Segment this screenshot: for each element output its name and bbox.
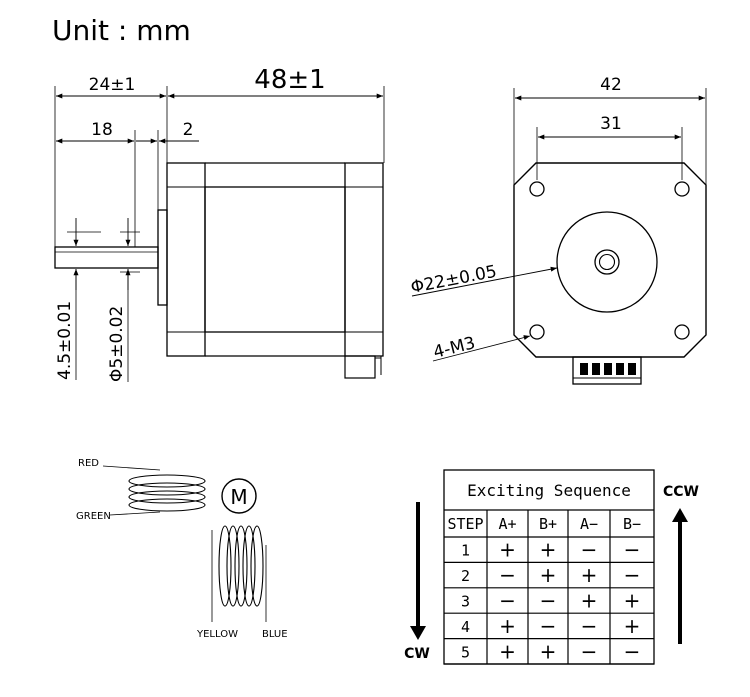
mounting-hole: [529, 181, 545, 197]
coil-yellow-blue: [218, 525, 264, 607]
dim-shaft-length: 24±1: [89, 75, 136, 95]
dim-shaft-flat: 4.5±0.01: [55, 301, 75, 380]
table-sign-cell: −: [540, 614, 557, 638]
dim-body-length: 48±1: [254, 65, 325, 95]
table-sign-cell: −: [581, 639, 598, 663]
stator-body: [204, 186, 346, 333]
front-view: 42 31 Φ22±0.05 4-M3: [409, 75, 707, 385]
dim-hole-spacing: 31: [600, 114, 622, 134]
connector-pins: [580, 363, 636, 375]
ccw-arrow: [672, 508, 688, 522]
table-sign-cell: +: [499, 639, 516, 663]
label-mounting-holes: 4-M3: [431, 333, 477, 363]
table-sign-cell: −: [581, 538, 598, 562]
wire-label-green: GREEN: [76, 511, 111, 522]
table-sign-cell: +: [499, 614, 516, 638]
table-header-cell: A−: [580, 515, 598, 533]
table-step-cell: 3: [461, 593, 470, 611]
wiring-diagram: RED GREEN M YELLOW BLUE: [76, 458, 288, 640]
table-sign-cell: −: [624, 563, 641, 587]
unit-label: Unit : mm: [52, 14, 191, 47]
boss: [157, 209, 168, 306]
dim-boss-diameter: Φ22±0.05: [409, 262, 498, 298]
front-face: [513, 162, 707, 358]
table-sign-cell: +: [624, 614, 641, 638]
connector-side: [344, 355, 376, 379]
cw-arrow: [410, 626, 426, 640]
table-header-cell: B−: [623, 515, 641, 533]
mounting-hole: [674, 324, 690, 340]
wire-label-yellow: YELLOW: [196, 629, 238, 640]
table-sign-cell: +: [499, 538, 516, 562]
table-sign-cell: −: [499, 563, 516, 587]
table-sign-cell: −: [581, 614, 598, 638]
table-header-cell: STEP: [447, 515, 483, 533]
table-header-cell: B+: [539, 515, 557, 533]
table-sign-cell: −: [499, 589, 516, 613]
front-shaft: [594, 249, 620, 275]
table-sign-cell: −: [540, 589, 557, 613]
mounting-hole: [674, 181, 690, 197]
table-sign-cell: +: [540, 639, 557, 663]
shaft: [54, 246, 159, 269]
dim-boss-thickness: 2: [183, 120, 194, 140]
front-flange: [166, 162, 206, 357]
table-sign-cell: +: [581, 563, 598, 587]
dim-body-width: 42: [600, 75, 622, 95]
dim-shaft-diameter: Φ5±0.02: [107, 306, 127, 382]
table-sign-cell: +: [540, 563, 557, 587]
coil-red-green: [128, 474, 206, 512]
table-step-cell: 2: [461, 567, 470, 585]
table-step-cell: 1: [461, 542, 470, 560]
mounting-hole: [529, 324, 545, 340]
table-sign-cell: +: [581, 589, 598, 613]
table-sign-cell: −: [624, 538, 641, 562]
dim-shaft-protrusion: 18: [91, 120, 113, 140]
table-step-cell: 5: [461, 643, 470, 661]
table-step-cell: 4: [461, 618, 470, 636]
rear-flange: [344, 162, 384, 357]
ccw-label: CCW: [663, 484, 699, 500]
connector-front: [572, 356, 642, 385]
table-sign-cell: +: [624, 589, 641, 613]
side-view: 24±1 48±1 18 2 4.5±0.01 Φ5±0.02: [54, 65, 385, 382]
wire-label-red: RED: [78, 458, 99, 469]
table-header-cell: A+: [498, 515, 516, 533]
table-sign-cell: −: [624, 639, 641, 663]
table-sign-cell: +: [540, 538, 557, 562]
motor-symbol: [221, 478, 257, 514]
motor-symbol-label: M: [230, 485, 247, 509]
table-title: Exciting Sequence: [467, 481, 631, 500]
cw-label: CW: [404, 646, 430, 662]
wire-label-blue: BLUE: [262, 629, 288, 640]
front-boss: [556, 211, 658, 313]
